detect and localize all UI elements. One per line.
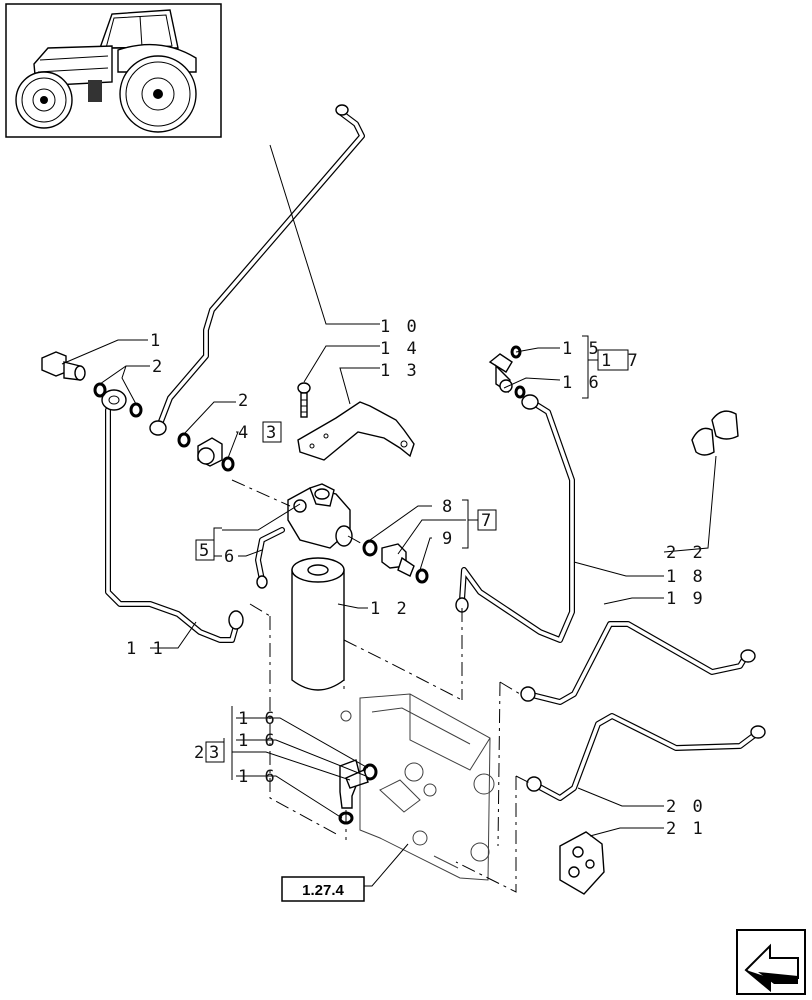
label-18: 1 8 xyxy=(666,567,706,587)
label-3b: 3 xyxy=(209,743,222,763)
reference-link[interactable]: 1.27.4 xyxy=(281,876,365,902)
label-7: 7 xyxy=(481,511,494,531)
pipe-20 xyxy=(526,713,766,801)
o-ring-9 xyxy=(415,568,429,584)
valve-block xyxy=(340,693,495,881)
assembly-guides xyxy=(231,479,533,893)
label-3b-box xyxy=(205,741,225,763)
fitting-9 xyxy=(381,543,415,577)
label-16a: 1 6 xyxy=(562,373,602,393)
elbow-fitting-15 xyxy=(488,345,526,399)
label-9: 9 xyxy=(442,529,455,549)
pipe-19 xyxy=(520,621,756,705)
label-5: 5 xyxy=(199,541,212,561)
o-ring-8 xyxy=(362,539,378,557)
label-2a: 2 xyxy=(152,357,165,377)
reference-text: 1.27.4 xyxy=(302,882,344,899)
label-16b: 1 6 xyxy=(238,709,278,729)
tractor-thumbnail-icon xyxy=(5,3,222,138)
label-15: 1 5 xyxy=(562,339,602,359)
label-16c: 1 6 xyxy=(238,731,278,751)
label-1: 1 xyxy=(150,331,163,351)
label-17-box xyxy=(597,349,629,371)
label-2c: 2 xyxy=(194,743,207,763)
filter-head-5 xyxy=(287,483,353,549)
label-22: 2 2 xyxy=(666,543,706,563)
o-ring-2c xyxy=(177,432,191,448)
leader-lines xyxy=(61,144,717,887)
label-10: 1 0 xyxy=(380,317,420,337)
clip-22 xyxy=(691,410,739,456)
label-8: 8 xyxy=(442,497,455,517)
label-16d: 1 6 xyxy=(238,767,278,787)
label-4: 4 xyxy=(238,423,251,443)
grommet-21 xyxy=(559,831,605,895)
bolt-14 xyxy=(297,382,311,418)
pipe-18 xyxy=(455,394,575,643)
filter-12 xyxy=(291,557,345,691)
o-ring-2b xyxy=(129,402,143,418)
label-13: 1 3 xyxy=(380,361,420,381)
label-11: 1 1 xyxy=(126,639,166,659)
label-6: 6 xyxy=(224,547,237,567)
label-21: 2 1 xyxy=(666,819,706,839)
label-20: 2 0 xyxy=(666,797,706,817)
o-ring-3 xyxy=(221,456,235,472)
label-2b: 2 xyxy=(238,391,251,411)
label-12: 1 2 xyxy=(370,599,410,619)
label-3: 3 xyxy=(266,423,279,443)
label-5-box xyxy=(195,539,215,561)
next-page-arrow-icon[interactable] xyxy=(736,929,806,995)
label-14: 1 4 xyxy=(380,339,420,359)
bracket-13 xyxy=(297,401,415,461)
label-17: 1 7 xyxy=(601,351,641,371)
tee-fitting-23 xyxy=(338,759,378,825)
label-3-box xyxy=(262,421,282,443)
label-7-box xyxy=(477,509,497,531)
pipe-10 xyxy=(149,104,365,436)
fitting-4 xyxy=(197,437,223,467)
pipe-6 xyxy=(255,527,285,589)
o-ring-2a xyxy=(93,382,107,398)
label-19: 1 9 xyxy=(666,589,706,609)
fitting-1 xyxy=(41,351,86,381)
pipe-11 xyxy=(101,389,244,643)
